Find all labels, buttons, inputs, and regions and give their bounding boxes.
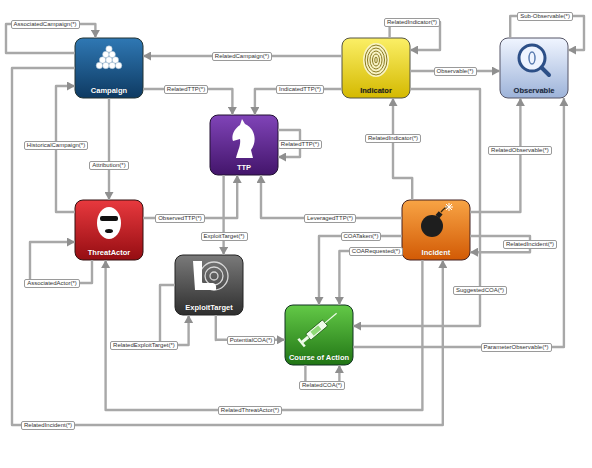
node-tile: Course of Action: [285, 305, 353, 365]
course-of-action-tile: [285, 305, 353, 365]
relationship-label: Observable(*): [434, 67, 477, 76]
relationship-label: PotentialCOA(*): [227, 336, 276, 345]
relationship-label: COATaken(*): [341, 232, 382, 241]
relationship-label: RelatedObservable(*): [488, 146, 552, 155]
node-label: Campaign: [91, 86, 127, 95]
relationship-label: RelatedExploitTarget(*): [110, 341, 178, 350]
node-label: Incident: [422, 248, 451, 257]
campaign-tile: [75, 38, 143, 98]
node-tile: ExploitTarget: [175, 255, 243, 315]
relationship-connector: [393, 98, 412, 200]
incident-tile: [402, 200, 470, 260]
relationship-label: RelatedIndicator(*): [365, 134, 421, 143]
node-tile: Observable: [500, 38, 568, 98]
relationship-label: RelatedCampaign(*): [212, 52, 272, 61]
relationship-connector: [470, 98, 520, 212]
node-tile: Indicator: [342, 38, 410, 98]
relationship-connector: [30, 242, 92, 283]
ttp-tile: [210, 115, 278, 175]
relationship-label: RelatedIncident(*): [21, 421, 75, 430]
relationship-connector: [106, 260, 423, 410]
relationship-label: LeveragedTTP(*): [304, 214, 356, 223]
relationship-label: RelatedTTP(*): [164, 85, 208, 94]
relationship-label: ExploitTarget(*): [201, 232, 248, 241]
relationship-label: HistoricalCampaign(*): [24, 141, 88, 150]
node-tile: Campaign: [75, 38, 143, 98]
node-label: ExploitTarget: [185, 303, 232, 312]
threat-actor-tile: [75, 200, 143, 260]
relationship-connector: [108, 98, 110, 200]
relationship-connector: [160, 285, 189, 345]
relationship-label: RelatedThreatActor(*): [218, 406, 282, 415]
relationship-label: Attribution(*): [89, 161, 128, 170]
relationship-label: Sub-Observable(*): [517, 12, 573, 21]
node-label: Course of Action: [289, 353, 349, 362]
relationship-label: AssociatedCampaign(*): [11, 20, 80, 29]
node-tile: TTP: [210, 115, 278, 175]
node-label: Observable: [514, 86, 555, 95]
relationship-connector: [510, 16, 584, 50]
relationship-label: IndicatedTTP(*): [276, 85, 324, 94]
relationship-connector: [353, 98, 564, 347]
relationship-connector: [339, 251, 402, 305]
node-label: Indicator: [360, 86, 392, 95]
relationship-connector: [12, 68, 443, 425]
exploit-target-tile: [175, 255, 243, 315]
node-label: TTP: [237, 163, 251, 172]
node-tile: Incident: [402, 200, 470, 260]
indicator-tile: [342, 38, 410, 98]
relationship-label: SuggestedCOA(*): [453, 286, 507, 295]
relationship-label: RelatedIndicator(*): [384, 18, 440, 27]
relationship-label: RelatedIncident(*): [503, 240, 557, 249]
relationship-label: ParameterObservable(*): [481, 343, 552, 352]
relationship-connector: [261, 175, 402, 218]
node-label: ThreatActor: [88, 248, 131, 257]
relationship-connector: [222, 175, 224, 255]
relationship-label: RelatedCOA(*): [299, 381, 345, 390]
relationship-label: AssociatedActor(*): [24, 279, 80, 288]
relationship-label: ObservedTTP(*): [155, 214, 205, 223]
relationship-label: COARequested(*): [349, 247, 403, 256]
relationship-label: RelatedTTP(*): [278, 140, 322, 149]
node-tile: ThreatActor: [75, 200, 143, 260]
observable-tile: [500, 38, 568, 98]
